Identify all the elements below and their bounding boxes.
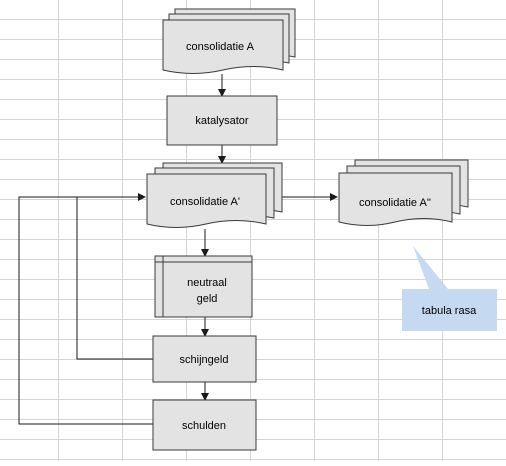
node-schulden: [152, 399, 257, 451]
feedback-loop-schijngeld: [76, 193, 153, 360]
node-katalysator: [166, 95, 278, 146]
label-katalysator: katalysator: [195, 115, 249, 127]
node-schijngeld: [152, 335, 257, 383]
document-sheet-front: [338, 172, 453, 226]
label-consolidatie-a-double-prime: consolidatie A'': [359, 197, 431, 209]
label-schijngeld: schijngeld: [180, 354, 229, 366]
node-consolidatie-a-prime: [146, 162, 283, 228]
label-tabula-rasa: tabula rasa: [422, 305, 477, 317]
storage-box: [154, 255, 253, 318]
node-neutraal-geld: [154, 255, 253, 318]
document-sheet-front: [162, 19, 284, 74]
node-consolidatie-a: [162, 8, 296, 74]
label-consolidatie-a-prime: consolidatie A': [170, 196, 240, 208]
label-consolidatie-a: consolidatie A: [186, 41, 255, 53]
callout-tabula-rasa: [402, 246, 497, 331]
connectors: [18, 74, 338, 425]
label-neutraal-geld-line1: neutraal: [187, 277, 227, 289]
label-neutraal-geld-line2: geld: [197, 293, 218, 305]
document-sheet-front: [146, 173, 267, 228]
feedback-loop-schulden: [18, 196, 153, 425]
label-schulden: schulden: [182, 420, 226, 432]
node-consolidatie-a-double-prime: [338, 159, 469, 226]
